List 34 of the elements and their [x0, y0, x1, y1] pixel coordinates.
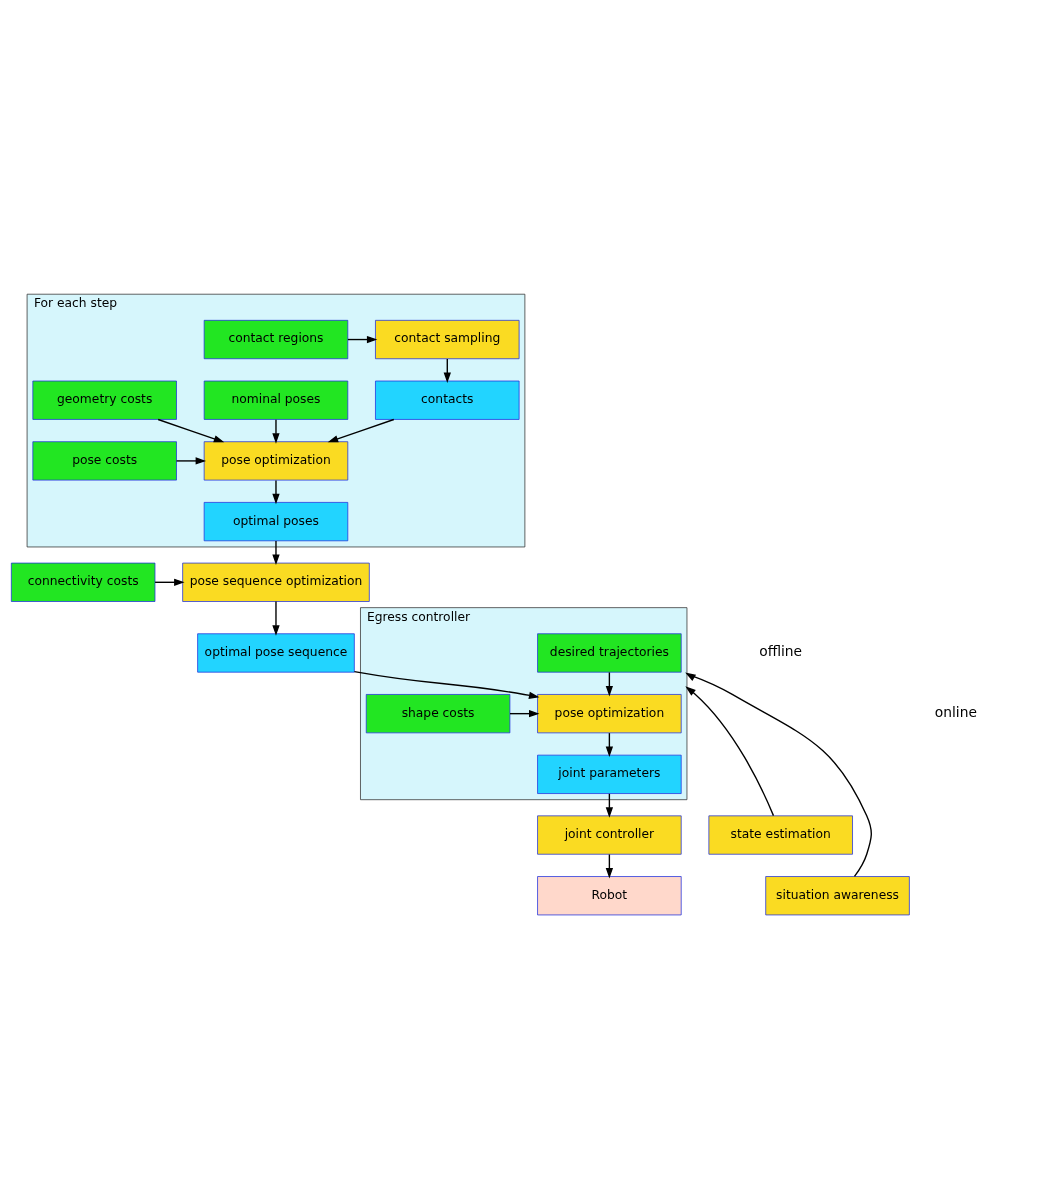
- node-box: joint controller: [537, 814, 682, 855]
- arrow: [509, 709, 540, 717]
- node-box: situation awareness: [765, 875, 910, 915]
- node-box: geometry costs: [32, 380, 177, 420]
- arrow: [353, 670, 540, 699]
- arrow: [685, 685, 775, 816]
- node-box: joint parameters: [537, 754, 682, 794]
- node-box: contact regions: [203, 319, 349, 359]
- node-box: pose optimization: [203, 440, 349, 480]
- node-box: shape costs: [365, 693, 511, 733]
- arrow: [685, 672, 872, 877]
- node-box: optimal poses: [203, 501, 349, 541]
- node-box: nominal poses: [203, 380, 349, 420]
- node-box: optimal pose sequence: [197, 632, 355, 673]
- arrow: [157, 418, 225, 442]
- node-box: state estimation: [708, 814, 853, 855]
- node-box: contact sampling: [375, 319, 520, 359]
- arrow: [272, 539, 280, 565]
- arrow: [272, 479, 280, 504]
- node-box: Robot: [537, 875, 682, 915]
- arrow: [347, 335, 378, 343]
- node-box: connectivity costs: [10, 562, 156, 602]
- node-box: desired trajectories: [537, 632, 682, 673]
- node-box: pose optimization: [537, 693, 682, 733]
- arrow: [175, 456, 207, 465]
- arrow: [272, 600, 280, 636]
- node-box: pose sequence optimization: [182, 562, 370, 602]
- node-box: pose costs: [32, 440, 177, 480]
- node-box: contacts: [375, 380, 520, 420]
- arrow: [327, 418, 395, 442]
- arrow: [154, 578, 185, 586]
- label: online: [934, 703, 977, 720]
- arrow: [272, 418, 280, 444]
- label: offline: [759, 642, 803, 659]
